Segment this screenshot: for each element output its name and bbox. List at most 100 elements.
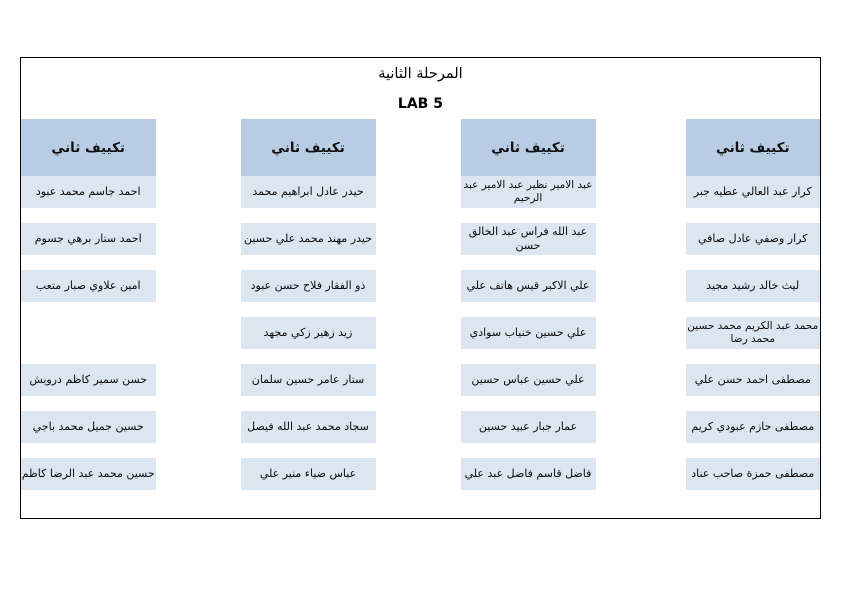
- row-spacer-cell: [375, 396, 461, 411]
- table-row: مصطفى احمد حسن علي علي حسين عباس حسين ست…: [20, 364, 821, 396]
- row-spacer-cell: [460, 443, 596, 458]
- row-spacer-cell: [460, 255, 596, 270]
- row-spacer-cell: [375, 302, 461, 317]
- page-title: المرحلة الثانية: [20, 57, 821, 89]
- table-row: مصطفى حمزة صاحب عناد فاضل قاسم فاضل عبد …: [20, 458, 821, 490]
- row-spacer-cell: [460, 396, 596, 411]
- row-spacer-cell: [595, 349, 686, 364]
- row-spacer-cell: [155, 208, 241, 223]
- row-spacer: [20, 302, 821, 349]
- bottom-band-cell: [595, 490, 686, 519]
- column-spacer-2: [375, 119, 461, 176]
- row-spacer-cell: [595, 396, 686, 411]
- cell-spacer: [595, 317, 686, 349]
- row-spacer-cell: [240, 349, 376, 364]
- worksheet: المرحلة الثانية LAB 5 تكييف ثاني تكييف ث…: [19, 57, 821, 519]
- row-spacer-cell: [375, 349, 461, 364]
- bottom-band-cell: [155, 490, 241, 519]
- column-header-row: تكييف ثاني تكييف ثاني تكييف ثاني تكييف ث…: [20, 119, 821, 176]
- student-cell: حيدر مهند محمد علي حسين: [240, 223, 376, 255]
- row-spacer: [20, 255, 821, 270]
- row-spacer-cell: [460, 208, 596, 223]
- title-row: المرحلة الثانية: [20, 57, 821, 89]
- student-cell: احمد جاسم محمد عبود: [20, 176, 156, 208]
- row-spacer-cell: [375, 208, 461, 223]
- row-spacer: [20, 208, 821, 223]
- row-spacer-cell: [155, 443, 241, 458]
- row-spacer-cell: [240, 302, 376, 317]
- row-spacer-cell: [20, 255, 156, 270]
- student-cell: امين علاوي صبار متعب: [20, 270, 156, 302]
- table-row: كرار عبد العالي عطيه جبر عبد الامير نظير…: [20, 176, 821, 208]
- student-cell: عبد الله فراس عبد الخالق حسن: [460, 223, 596, 255]
- student-cell: احمد ستار برهي جسوم: [20, 223, 156, 255]
- student-cell-empty: [20, 302, 156, 349]
- student-cell: مصطفى حمزة صاحب عناد: [685, 458, 821, 490]
- student-cell: محمد عبد الكريم محمد حسين محمد رضا: [685, 317, 821, 349]
- column-header-1: تكييف ثاني: [685, 119, 821, 176]
- row-spacer-cell: [685, 302, 821, 317]
- cell-spacer: [375, 270, 461, 302]
- row-spacer: [20, 396, 821, 411]
- row-spacer-cell: [20, 396, 156, 411]
- cell-spacer: [595, 223, 686, 255]
- row-spacer-cell: [460, 302, 596, 317]
- bottom-band-cell: [375, 490, 461, 519]
- cell-spacer: [155, 317, 241, 349]
- cell-spacer: [375, 176, 461, 208]
- cell-spacer: [155, 411, 241, 443]
- student-cell: علي حسين خنياب سوادي: [460, 317, 596, 349]
- bottom-band-cell: [460, 490, 596, 519]
- table-bottom-band: [20, 490, 821, 519]
- student-cell: زيد زهير زكي مجهد: [240, 317, 376, 349]
- student-cell: علي الاكبر قيس هاتف علي: [460, 270, 596, 302]
- row-spacer-cell: [155, 396, 241, 411]
- cell-spacer: [375, 364, 461, 396]
- row-spacer-cell: [20, 443, 156, 458]
- row-spacer-cell: [155, 255, 241, 270]
- cell-spacer: [595, 458, 686, 490]
- student-cell: عباس ضياء منير علي: [240, 458, 376, 490]
- cell-spacer: [155, 223, 241, 255]
- row-spacer-cell: [685, 208, 821, 223]
- lab-label: LAB 5: [20, 89, 821, 119]
- column-spacer-1: [595, 119, 686, 176]
- cell-spacer: [375, 223, 461, 255]
- bottom-band-cell: [685, 490, 821, 519]
- student-cell: حسن سمير كاظم درويش: [20, 364, 156, 396]
- row-spacer-cell: [240, 255, 376, 270]
- lab-row: LAB 5: [20, 89, 821, 119]
- row-spacer-cell: [20, 208, 156, 223]
- student-cell: حسين محمد عبد الرضا كاظم: [20, 458, 156, 490]
- cell-spacer: [155, 270, 241, 302]
- student-cell: حسين جميل محمد باجي: [20, 411, 156, 443]
- row-spacer-cell: [20, 349, 156, 364]
- column-header-3: تكييف ثاني: [240, 119, 376, 176]
- cell-spacer: [375, 317, 461, 349]
- cell-spacer: [595, 411, 686, 443]
- row-spacer-cell: [685, 349, 821, 364]
- table-row: ليث خالد رشيد مجيد علي الاكبر قيس هاتف ع…: [20, 270, 821, 302]
- row-spacer-cell: [155, 302, 241, 317]
- student-cell: ليث خالد رشيد مجيد: [685, 270, 821, 302]
- row-spacer-cell: [155, 349, 241, 364]
- row-spacer-cell: [240, 443, 376, 458]
- student-cell: كرار عبد العالي عطيه جبر: [685, 176, 821, 208]
- table-row: مصطفى حازم عبودي كريم عمار جبار عبيد حسي…: [20, 411, 821, 443]
- row-spacer-cell: [595, 443, 686, 458]
- student-cell: سجاد محمد عبد الله فيصل: [240, 411, 376, 443]
- cell-spacer: [375, 458, 461, 490]
- column-header-4: تكييف ثاني: [20, 119, 156, 176]
- row-spacer-cell: [240, 396, 376, 411]
- student-cell: عبد الامير نظير عبد الامير عبد الرحيم: [460, 176, 596, 208]
- cell-spacer: [155, 364, 241, 396]
- cell-spacer: [595, 270, 686, 302]
- cell-spacer: [595, 176, 686, 208]
- student-roster-table: المرحلة الثانية LAB 5 تكييف ثاني تكييف ث…: [19, 57, 821, 519]
- student-cell: فاضل قاسم فاضل عبد علي: [460, 458, 596, 490]
- row-spacer-cell: [595, 208, 686, 223]
- student-cell: مصطفى حازم عبودي كريم: [685, 411, 821, 443]
- table-row: محمد عبد الكريم محمد حسين محمد رضا علي ح…: [20, 317, 821, 349]
- student-cell: مصطفى احمد حسن علي: [685, 364, 821, 396]
- cell-spacer: [375, 411, 461, 443]
